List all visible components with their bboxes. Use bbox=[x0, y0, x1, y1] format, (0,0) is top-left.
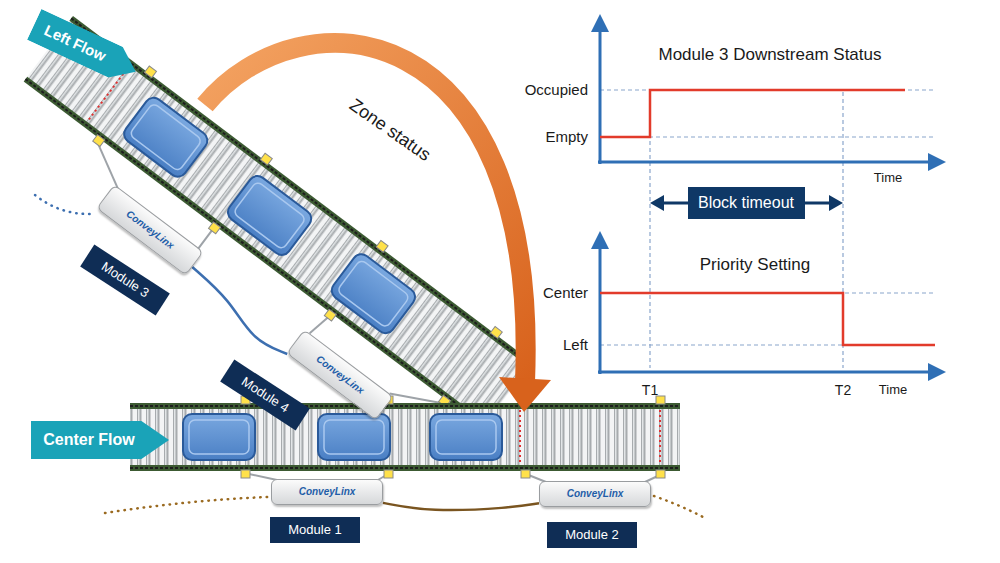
timing-chart bbox=[600, 90, 935, 368]
left-conveyor bbox=[69, 16, 532, 367]
node-text: ConveyLinx bbox=[314, 353, 366, 396]
center-conveyor bbox=[130, 408, 680, 466]
signal-trace bbox=[600, 293, 935, 345]
node-text: Module 3 bbox=[98, 259, 151, 301]
center-conveyor bbox=[130, 403, 680, 409]
photo-sensor bbox=[376, 241, 388, 253]
arrow-shape bbox=[27, 9, 143, 87]
photo-sensor bbox=[93, 135, 105, 147]
timing-chart bbox=[591, 14, 946, 381]
timing-chart bbox=[599, 28, 602, 164]
left-conveyor bbox=[71, 18, 530, 364]
package bbox=[224, 172, 314, 258]
center-conveyor bbox=[659, 410, 661, 465]
axis-level: Empty bbox=[545, 128, 588, 145]
time-mark: T2 bbox=[835, 382, 851, 398]
node-text: ConveyLinx bbox=[567, 488, 624, 500]
timeout-span-arrow bbox=[650, 195, 664, 211]
network-cable bbox=[383, 503, 539, 510]
package bbox=[324, 420, 384, 454]
axis-level: Center bbox=[543, 284, 588, 301]
package bbox=[328, 251, 418, 337]
package bbox=[337, 259, 411, 328]
photo-sensor bbox=[144, 66, 156, 78]
package bbox=[189, 420, 249, 454]
timing-chart bbox=[591, 231, 609, 249]
timeout-span-arrow bbox=[829, 195, 843, 211]
axis-name: Time bbox=[874, 171, 902, 186]
package bbox=[183, 414, 502, 460]
package bbox=[233, 181, 307, 250]
axis-name: Time bbox=[879, 383, 907, 398]
sensor-wire bbox=[310, 314, 328, 336]
package bbox=[183, 414, 255, 460]
module-tag: Module 2 bbox=[547, 522, 637, 548]
sensor-wire bbox=[198, 230, 212, 249]
node-text: Block timeout bbox=[698, 194, 794, 212]
timing-chart bbox=[598, 28, 930, 374]
package bbox=[121, 94, 211, 180]
package bbox=[436, 420, 496, 454]
arrow-shape bbox=[31, 421, 169, 459]
center-conveyor bbox=[130, 465, 680, 471]
network-cable bbox=[192, 267, 287, 354]
node-text: Center Flow bbox=[43, 431, 135, 449]
sensor-wire bbox=[84, 144, 133, 189]
photo-sensor bbox=[260, 153, 272, 165]
node-text: ConveyLinx bbox=[299, 486, 356, 498]
module-tag: Module 1 bbox=[270, 517, 360, 543]
timing-chart bbox=[591, 14, 946, 381]
timing-chart bbox=[598, 161, 930, 164]
zone-status-arrow bbox=[205, 43, 526, 382]
photo-sensor bbox=[241, 470, 250, 478]
signal-trace bbox=[600, 90, 905, 137]
center-conveyor bbox=[519, 410, 521, 465]
chart-title: Priority Setting bbox=[700, 255, 811, 275]
timing-chart bbox=[591, 14, 609, 32]
left-conveyor bbox=[27, 20, 530, 424]
timing-chart bbox=[599, 245, 602, 374]
timing-chart bbox=[928, 153, 946, 171]
node-text: Module 2 bbox=[565, 528, 618, 543]
module-box: ConveyLinx bbox=[271, 479, 383, 505]
time-mark: T1 bbox=[642, 382, 658, 398]
axis-level: Occupied bbox=[525, 81, 588, 98]
node-text: ConveyLinx bbox=[124, 208, 176, 251]
photo-sensor bbox=[656, 470, 665, 478]
flow-label: Zone status bbox=[346, 95, 435, 166]
photo-sensor bbox=[324, 309, 336, 321]
center-conveyor bbox=[130, 405, 680, 407]
photo-sensor bbox=[384, 470, 393, 478]
node-text: Module 1 bbox=[288, 523, 341, 538]
axis-level: Left bbox=[563, 336, 588, 353]
left-conveyor bbox=[6, 11, 536, 450]
package bbox=[318, 414, 390, 460]
center-conveyor bbox=[130, 396, 680, 482]
zone-status-arrow bbox=[499, 377, 551, 412]
module-tag: Module 3 bbox=[80, 245, 170, 316]
module-box: ConveyLinx bbox=[539, 481, 651, 507]
package bbox=[129, 103, 203, 172]
network-dots bbox=[35, 195, 92, 214]
timing-chart bbox=[928, 363, 946, 381]
chart-title: Module 3 Downstream Status bbox=[659, 45, 882, 65]
timeout-box: Block timeout bbox=[688, 187, 805, 219]
package bbox=[430, 414, 502, 460]
timing-chart bbox=[598, 371, 930, 374]
flow-arrow: Center Flow bbox=[31, 421, 169, 459]
photo-sensor bbox=[521, 470, 530, 478]
network-dots bbox=[105, 497, 268, 513]
network-dots bbox=[654, 496, 705, 518]
photo-sensor bbox=[209, 222, 221, 234]
center-conveyor bbox=[130, 467, 680, 469]
photo-sensor bbox=[490, 327, 502, 339]
zone-status-arrow bbox=[205, 43, 551, 412]
